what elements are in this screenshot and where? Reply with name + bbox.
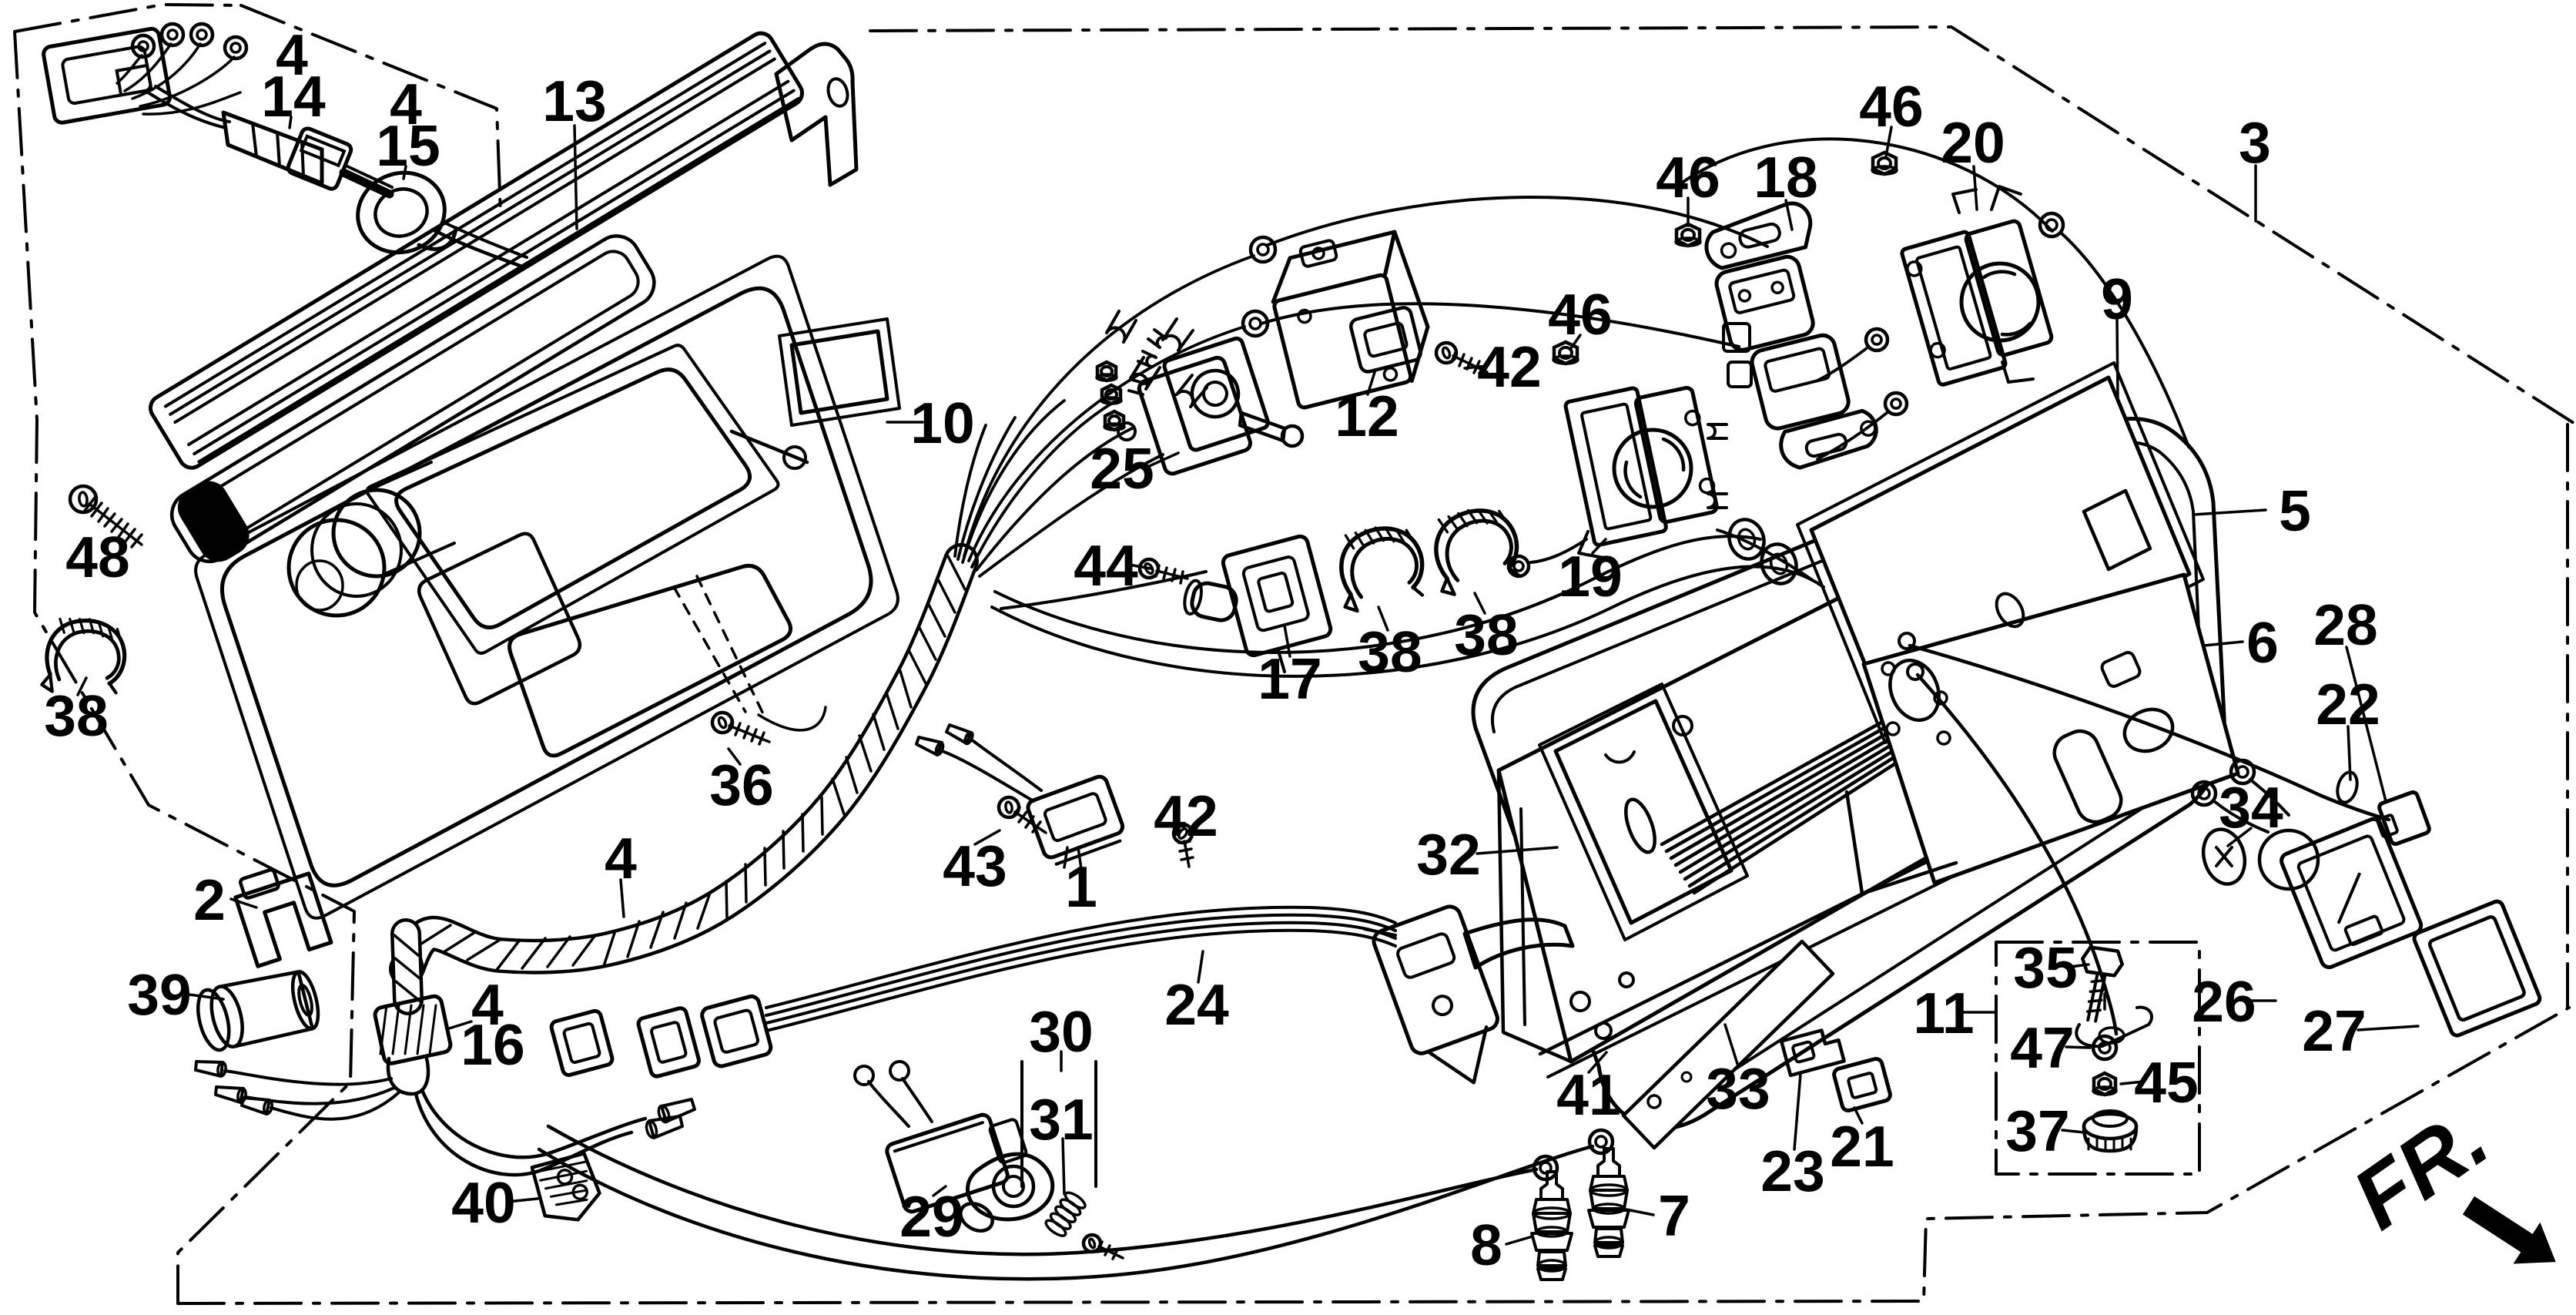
- svg-text:36: 36: [709, 753, 773, 817]
- svg-text:20: 20: [1941, 110, 2005, 175]
- svg-text:21: 21: [1830, 1114, 1894, 1179]
- svg-text:31: 31: [1029, 1087, 1093, 1152]
- svg-text:8: 8: [1470, 1213, 1502, 1277]
- svg-text:26: 26: [2192, 969, 2256, 1034]
- svg-text:40: 40: [451, 1170, 515, 1235]
- svg-text:38: 38: [44, 683, 108, 748]
- svg-text:18: 18: [1754, 145, 1817, 210]
- svg-text:37: 37: [2005, 1099, 2069, 1163]
- svg-text:32: 32: [1416, 822, 1480, 887]
- svg-text:47: 47: [2010, 1015, 2074, 1080]
- svg-text:5: 5: [2279, 478, 2311, 543]
- svg-text:2: 2: [193, 867, 226, 932]
- svg-text:42: 42: [1477, 334, 1541, 399]
- svg-text:27: 27: [2302, 998, 2366, 1063]
- svg-text:45: 45: [2134, 1050, 2198, 1115]
- svg-text:6: 6: [2246, 610, 2279, 675]
- svg-text:4: 4: [276, 22, 308, 87]
- svg-text:24: 24: [1164, 972, 1229, 1037]
- svg-text:7: 7: [1658, 1183, 1690, 1248]
- svg-text:23: 23: [1760, 1139, 1824, 1203]
- svg-text:3: 3: [2239, 110, 2271, 175]
- svg-text:4: 4: [471, 972, 504, 1037]
- svg-text:42: 42: [1154, 783, 1218, 848]
- svg-text:35: 35: [2013, 935, 2077, 1000]
- svg-text:16: 16: [461, 1012, 524, 1077]
- svg-text:13: 13: [542, 69, 606, 133]
- svg-text:19: 19: [1558, 544, 1622, 609]
- svg-text:15: 15: [376, 113, 440, 178]
- svg-text:14: 14: [261, 64, 326, 129]
- svg-text:39: 39: [127, 962, 191, 1027]
- svg-text:4: 4: [390, 72, 422, 136]
- svg-text:29: 29: [899, 1184, 963, 1249]
